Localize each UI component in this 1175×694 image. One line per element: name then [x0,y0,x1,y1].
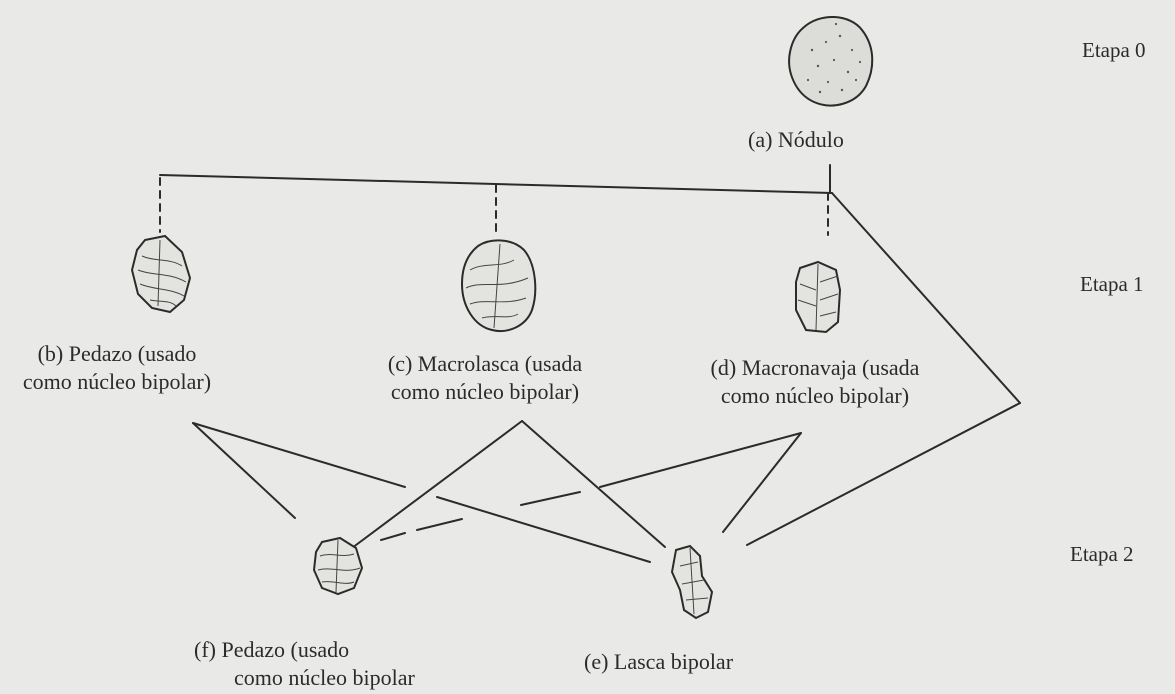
d-to-e-line [722,432,802,533]
small-chunk-label-line1: (f) Pedazo (usado [194,637,350,662]
small-chunk-label-line2: como núcleo bipolar [234,665,415,690]
macroblade-label-line1: (d) Macronavaja (usada [710,355,920,380]
macroflake-label: (c) Macrolasca (usada como núcleo bipola… [330,350,640,406]
d-to-f-dash-2 [520,491,581,506]
d-to-f-dash-4 [380,532,406,541]
stage-2-label: Etapa 2 [1070,542,1134,566]
bipolar-flake-icon [670,544,714,620]
macroflake-label-line2: como núcleo bipolar) [390,379,580,404]
nodule-icon [788,15,874,107]
macroblade-icon [795,260,842,334]
nodule-to-right-line [831,192,1021,404]
small-chunk-label: (f) Pedazo (usado como núcleo bipolar [194,636,434,692]
macroblade-label: (d) Macronavaja (usada como núcleo bipol… [660,354,970,410]
c-to-f-line [351,420,523,549]
c-to-e-line [521,420,666,548]
stage-1-label: Etapa 1 [1080,272,1144,296]
nodule-label: (a) Nódulo [748,127,844,152]
chunk-label: (b) Pedazo (usado como núcleo bipolar) [2,340,232,396]
stage-0-label: Etapa 0 [1082,38,1146,62]
right-to-e-line [746,402,1021,546]
b-to-f-line [192,422,296,519]
chunk-icon [130,234,192,314]
b-to-e-line [192,422,406,488]
macroflake-label-line1: (c) Macrolasca (usada [387,351,583,376]
bipolar-flake-label: (e) Lasca bipolar [584,649,734,674]
d-to-f-dash-1 [599,432,802,488]
chunk-label-line1: (b) Pedazo (usado [37,341,197,366]
small-chunk-icon [312,536,364,596]
b-to-e-line-2 [436,496,651,563]
macroblade-label-line2: como núcleo bipolar) [720,383,910,408]
macroflake-icon [460,239,537,332]
chunk-label-line2: como núcleo bipolar) [22,369,212,394]
d-to-f-dash-3 [416,518,463,531]
